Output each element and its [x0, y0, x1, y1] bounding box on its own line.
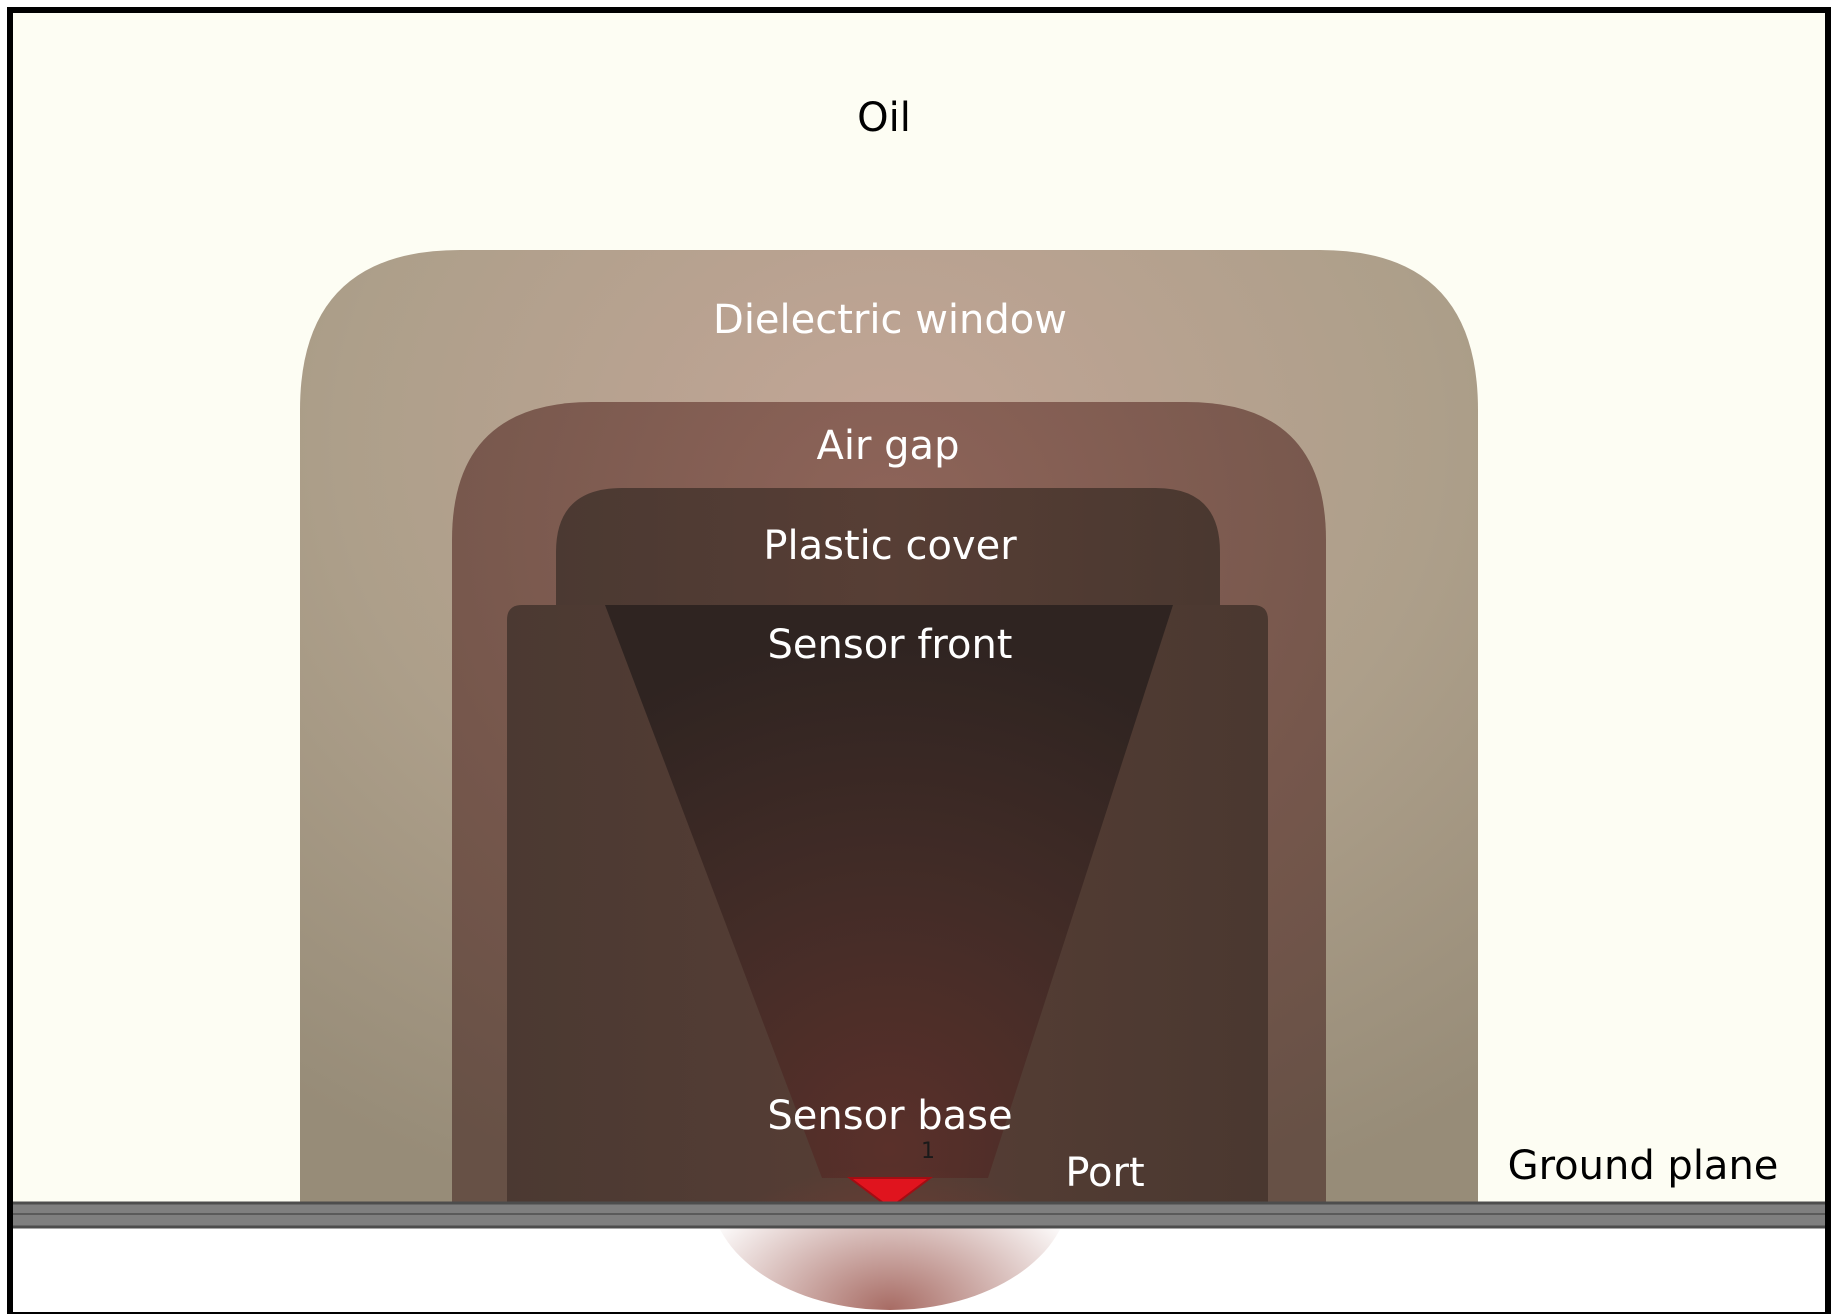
- label-ground-plane: Ground plane: [1508, 1143, 1779, 1189]
- port-marker: [847, 1177, 933, 1210]
- label-sensor-base: Sensor base: [767, 1093, 1012, 1139]
- label-air-gap: Air gap: [817, 423, 960, 469]
- plastic-cover-shape: [556, 488, 1220, 605]
- label-dielectric-window: Dielectric window: [713, 297, 1067, 343]
- label-plastic-cover: Plastic cover: [763, 523, 1017, 569]
- label-port: Port: [1065, 1150, 1144, 1196]
- label-sensor-front: Sensor front: [768, 622, 1013, 668]
- frame-border: [7, 7, 1831, 1314]
- sensor-front-cone: [605, 605, 1173, 1178]
- label-port-number: 1: [921, 1139, 935, 1164]
- label-oil: Oil: [857, 95, 911, 141]
